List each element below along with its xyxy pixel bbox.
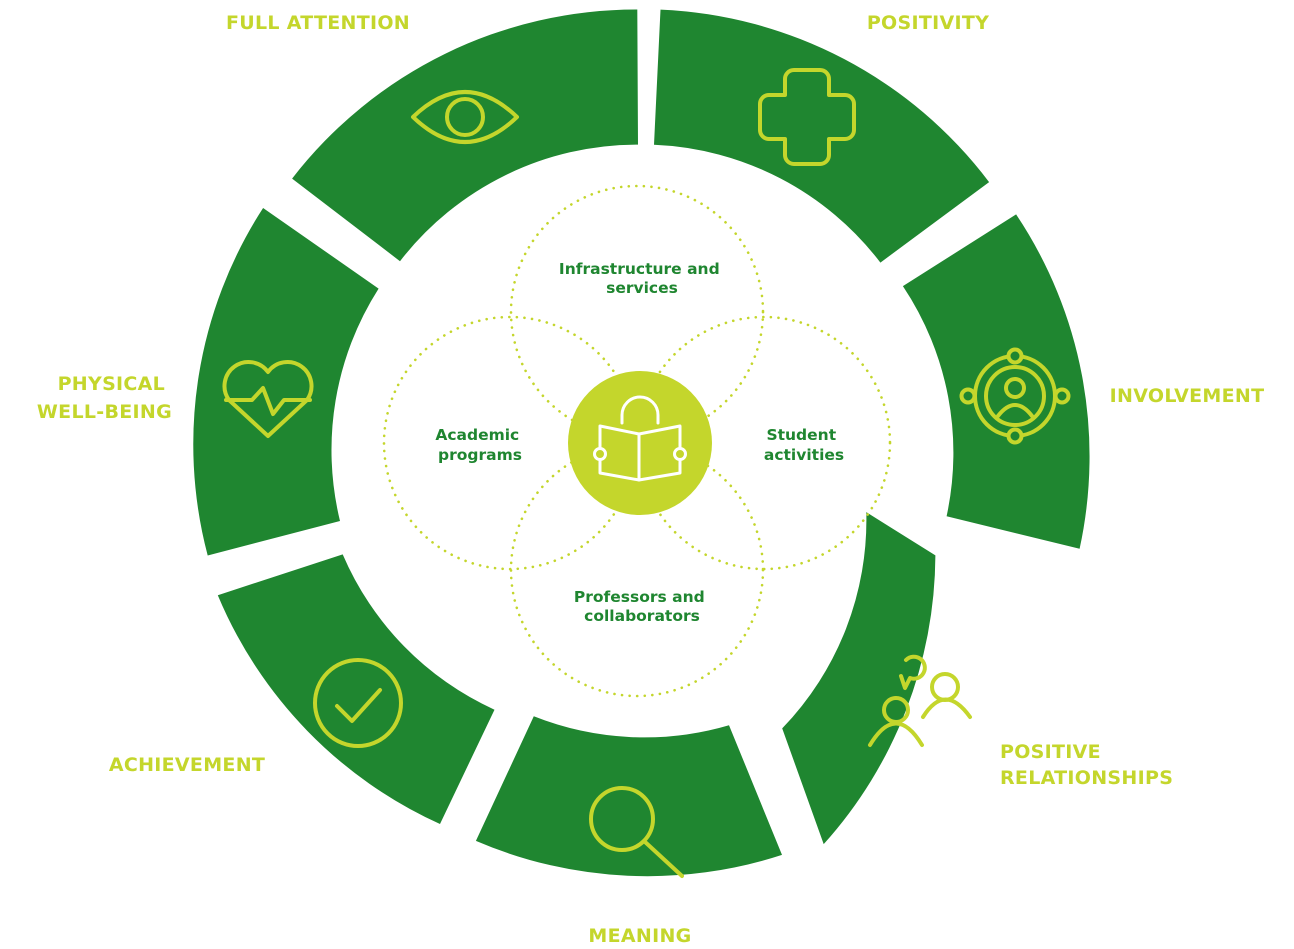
label-meaning: MEANING [588, 925, 691, 947]
label-achievement: ACHIEVEMENT [109, 754, 265, 776]
segment-meaning [475, 716, 782, 877]
label-full-attention: FULL ATTENTION [226, 12, 410, 34]
label-positive-relationships: POSITIVE RELATIONSHIPS [1000, 741, 1173, 789]
magnifier-icon [589, 786, 684, 878]
label-student-activities: Student activities [764, 426, 844, 464]
label-involvement: INVOLVEMENT [1110, 385, 1265, 407]
plus-icon [758, 68, 856, 166]
person-in-target-icon [959, 347, 1071, 445]
book-reader-icon [593, 395, 687, 482]
label-positivity: POSITIVITY [867, 12, 989, 34]
label-physical-well-being: PHYSICAL WELL-BEING [37, 373, 172, 423]
label-professors-collaborators: Professors and collaborators [574, 588, 710, 625]
segment-achievement [217, 554, 495, 824]
eye-icon [411, 90, 519, 144]
segment-positive-relationships [782, 512, 936, 845]
segment-physical-well-being [193, 208, 379, 556]
heart-pulse-icon [222, 360, 314, 438]
label-infrastructure-services: Infrastructure and services [559, 260, 725, 297]
label-academic-programs: Academic programs [435, 426, 524, 464]
people-chat-icon [868, 654, 972, 747]
segment-positivity [654, 9, 990, 263]
segment-involvement [902, 214, 1090, 549]
checkmark-circle-icon [313, 658, 403, 748]
